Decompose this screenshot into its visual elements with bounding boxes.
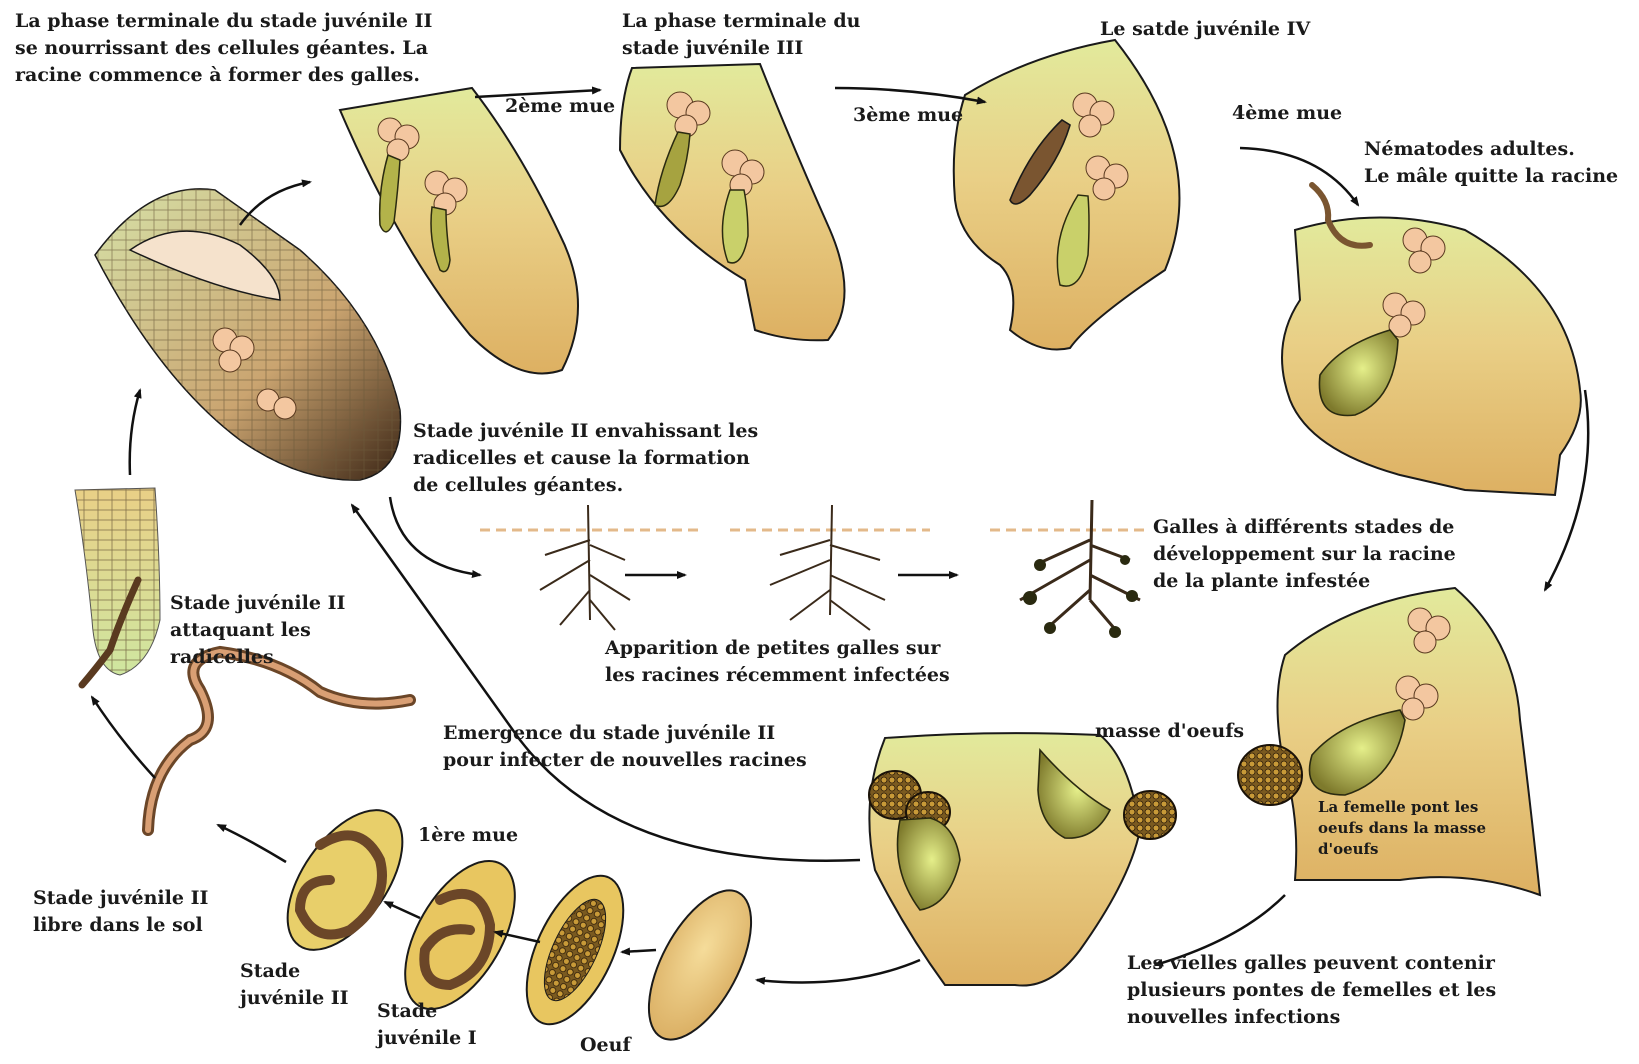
juvenile-nematode-icon	[722, 190, 748, 263]
egg-icon	[628, 875, 772, 1055]
arrow-to-juvenile-ii	[385, 902, 420, 918]
juvenile-ii-in-egg	[265, 790, 426, 969]
root-system-galled	[990, 500, 1150, 638]
rootlet-attacked	[75, 488, 160, 685]
label-adult-nematodes: Nématodes adultes. Le mâle quitte la rac…	[1364, 136, 1639, 190]
gall-juvenile-iv	[954, 40, 1180, 350]
arrow-mue-4	[1240, 148, 1358, 205]
label-stage-juvenile-ii: Stade juvénile II	[240, 958, 370, 1012]
arrow-to-free-soil	[218, 825, 286, 862]
gall-juvenile-iii-terminal	[620, 64, 845, 340]
label-old-galls: Les vielles galles peuvent contenir plus…	[1127, 950, 1597, 1031]
label-moult-1: 1ère mue	[418, 822, 548, 849]
label-stage-juvenile-i: Stade juvénile I	[377, 998, 507, 1052]
label-egg-mass: masse d'oeufs	[1095, 718, 1275, 745]
root-system-young	[480, 505, 700, 630]
label-moult-2: 2ème mue	[505, 93, 635, 120]
label-galls-stages: Galles à différents stades de développem…	[1153, 514, 1553, 595]
label-juvenile-iii-terminal: La phase terminale du stade juvénile III	[622, 8, 902, 62]
egg-developing	[507, 861, 643, 1038]
root-system-small-galls	[730, 505, 930, 630]
label-free-in-soil: Stade juvénile II libre dans le sol	[33, 885, 263, 939]
label-juvenile-ii-terminal: La phase terminale du stade juvénile II …	[15, 8, 485, 89]
label-egg: Oeuf	[580, 1032, 660, 1059]
arrow-egg-developing	[622, 950, 656, 952]
label-emergence: Emergence du stade juvénile II pour infe…	[443, 720, 863, 774]
gall-adult-nematodes	[1282, 185, 1581, 495]
label-juvenile-iv: Le satde juvénile IV	[1100, 16, 1360, 43]
arrow-to-attacking	[92, 697, 155, 778]
label-moult-3: 3ème mue	[853, 102, 983, 129]
label-small-galls: Apparition de petites galles sur les rac…	[605, 635, 1015, 689]
label-attacking-rootlets: Stade juvénile II attaquant les radicell…	[170, 590, 390, 671]
arrow-to-egg	[757, 960, 920, 983]
label-moult-4: 4ème mue	[1232, 100, 1362, 127]
root-tip-invaded	[95, 189, 401, 480]
arrow-to-invading	[130, 390, 140, 475]
egg-mass-icon	[1238, 745, 1302, 805]
egg-mass-icon	[1124, 791, 1176, 839]
arrow-to-roots	[390, 497, 480, 575]
label-female-lays: La femelle pont les oeufs dans la masse …	[1318, 797, 1538, 860]
label-invading-rootlets: Stade juvénile II envahissant les radice…	[413, 418, 823, 499]
gall-juvenile-ii-terminal	[340, 88, 578, 373]
gall-old-multiple-infections	[869, 733, 1176, 985]
